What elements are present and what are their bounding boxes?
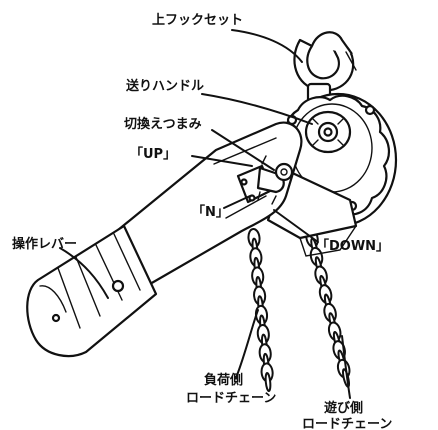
label-switch-knob: 切換えつまみ bbox=[124, 116, 202, 132]
slack-side-chain bbox=[305, 228, 351, 388]
label-position-down: 「DOWN」 bbox=[316, 238, 389, 254]
label-operating-lever: 操作レバー bbox=[12, 236, 77, 252]
label-slack-chain-line1: 遊び側 bbox=[324, 400, 363, 416]
label-slack-chain-line2: ロードチェーン bbox=[302, 417, 392, 430]
hoist-body bbox=[266, 92, 398, 257]
label-feed-handle: 送りハンドル bbox=[125, 78, 204, 94]
label-position-up: 「UP」 bbox=[130, 146, 176, 162]
label-load-chain-line1: 負荷側 bbox=[204, 372, 243, 388]
upper-hook bbox=[293, 31, 357, 104]
operating-lever bbox=[26, 121, 303, 358]
leader-lines bbox=[59, 29, 351, 399]
label-load-chain-line2: ロードチェーン bbox=[186, 391, 276, 406]
labels: 上フックセット 送りハンドル 切換えつまみ 「UP」 「N」 「DOWN」 操作… bbox=[12, 13, 392, 430]
label-upper-hook: 上フックセット bbox=[152, 13, 243, 28]
chain-link bbox=[264, 372, 272, 392]
load-side-chain bbox=[247, 228, 274, 392]
label-position-n: 「N」 bbox=[192, 204, 229, 220]
